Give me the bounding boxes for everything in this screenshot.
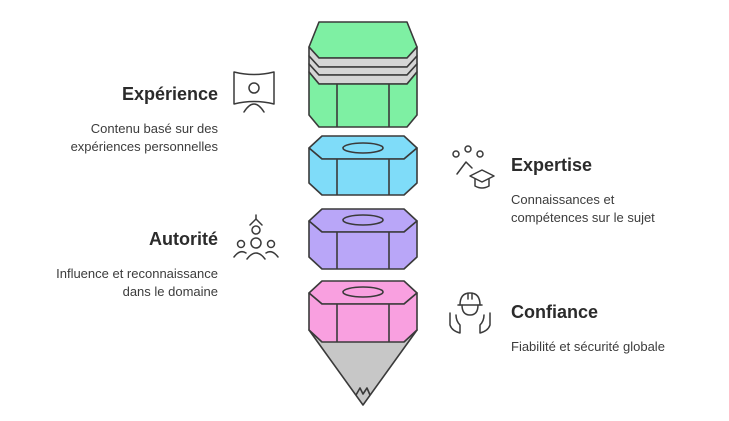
protected-worker-icon xyxy=(446,287,494,335)
expertise-description-line-1: Connaissances et xyxy=(511,192,615,207)
person-frame-icon xyxy=(230,66,278,114)
confiance-title: Confiance xyxy=(511,302,599,322)
experience-description-line-1: Contenu basé sur des xyxy=(90,121,218,136)
expertise-description: Connaissances et compétences sur le suje… xyxy=(511,191,721,227)
expertise-title: Expertise xyxy=(511,155,593,175)
autorite-title: Autorité xyxy=(149,229,218,249)
experience-description: Contenu basé sur des expériences personn… xyxy=(20,120,218,156)
experience-title: Expérience xyxy=(121,84,218,104)
confiance-description: Fiabilité et sécurité globale xyxy=(511,338,721,356)
segment-autorite xyxy=(308,208,418,270)
autorite-description-line-2: dans le domaine xyxy=(122,284,218,299)
experience-description-line-2: expériences personnelles xyxy=(70,139,218,154)
expertise-description-line-2: compétences sur le sujet xyxy=(511,210,655,225)
autorite-description: Influence et reconnaissance dans le doma… xyxy=(10,265,218,301)
autorite-description-line-1: Influence et reconnaissance xyxy=(56,266,218,281)
segment-experience xyxy=(308,21,418,128)
segment-confiance xyxy=(308,280,418,406)
confiance-description-line-1: Fiabilité et sécurité globale xyxy=(511,339,665,354)
graduation-cap-icon xyxy=(448,144,496,192)
segment-expertise xyxy=(308,135,418,196)
group-leader-icon xyxy=(232,213,280,261)
